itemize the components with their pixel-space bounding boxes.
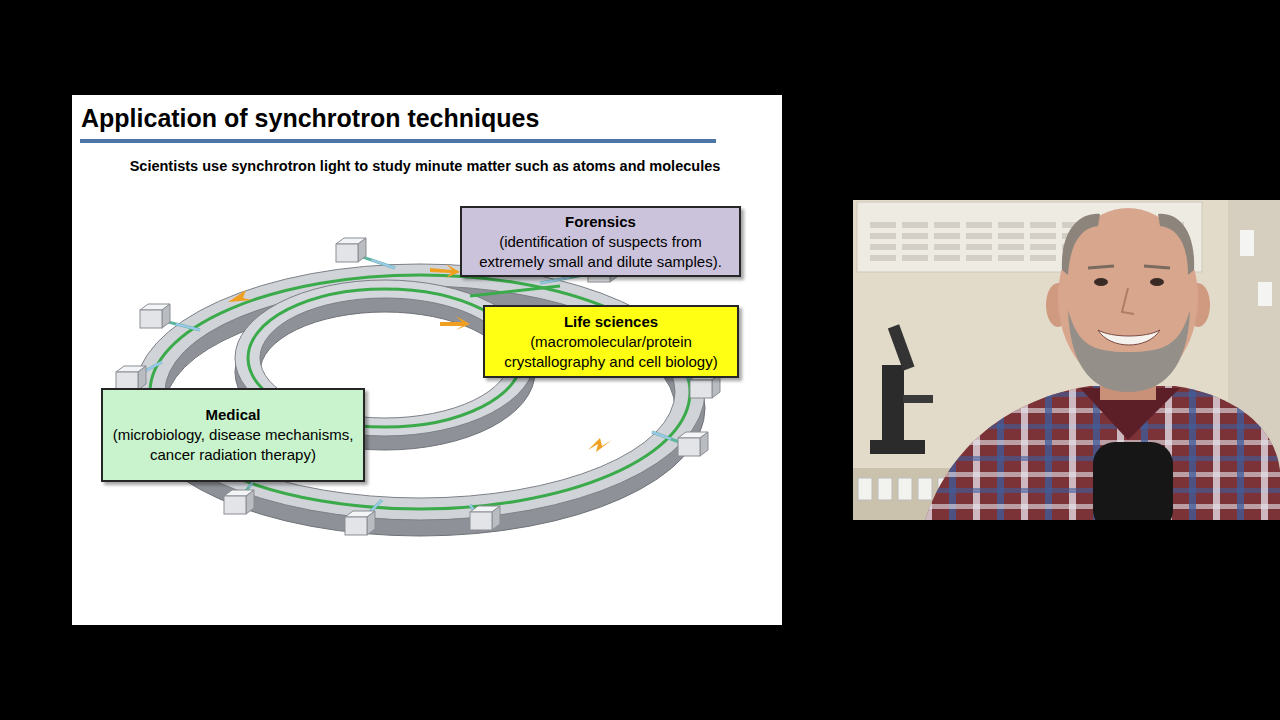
plaid-stripe bbox=[997, 380, 1004, 520]
end-station bbox=[336, 244, 358, 262]
light-beam bbox=[372, 260, 396, 268]
end-station bbox=[140, 310, 162, 328]
end-station bbox=[678, 438, 700, 456]
station-side bbox=[492, 506, 500, 530]
poster-cell bbox=[966, 233, 992, 239]
poster-cell bbox=[966, 244, 992, 250]
plaid-pattern bbox=[920, 380, 1280, 520]
poster-cell bbox=[998, 244, 1024, 250]
eyebrows bbox=[1088, 266, 1170, 268]
bottle bbox=[1258, 282, 1272, 306]
poster-cell bbox=[870, 244, 896, 250]
direction-arrow bbox=[588, 438, 612, 452]
direction-arrow bbox=[228, 290, 252, 302]
light-beam bbox=[145, 362, 162, 371]
eye bbox=[1150, 278, 1164, 286]
box-text: (microbiology, disease mechanisms, cance… bbox=[109, 425, 357, 465]
webcam-feed bbox=[853, 200, 1280, 520]
microphone bbox=[1093, 442, 1173, 520]
box-text: (macromolecular/protein crystallography … bbox=[491, 332, 731, 372]
light-beam bbox=[540, 278, 570, 284]
station-side bbox=[246, 490, 254, 514]
eye bbox=[1094, 278, 1108, 286]
station-side bbox=[367, 511, 375, 535]
station-side bbox=[700, 432, 708, 456]
application-box: Medical(microbiology, disease mechanisms… bbox=[101, 388, 365, 482]
poster-cell bbox=[870, 233, 896, 239]
bottle bbox=[898, 478, 912, 500]
light-beam bbox=[652, 432, 671, 439]
plaid-stripe bbox=[949, 380, 956, 520]
poster-cell bbox=[902, 244, 928, 250]
plaid-stripe bbox=[1189, 380, 1196, 520]
box-text: (identification of suspects from extreme… bbox=[468, 232, 733, 272]
beard bbox=[1068, 310, 1190, 392]
direction-arrow bbox=[430, 264, 460, 278]
poster-cell bbox=[902, 233, 928, 239]
poster-cell bbox=[870, 255, 896, 261]
plaid-stripe bbox=[1021, 380, 1028, 520]
transfer-line bbox=[470, 286, 560, 296]
microscope-base bbox=[870, 440, 925, 454]
poster-cell bbox=[934, 255, 960, 261]
poster-cell bbox=[934, 233, 960, 239]
plaid-stripe bbox=[973, 380, 980, 520]
bottle bbox=[1240, 230, 1254, 256]
microscope-stage bbox=[903, 395, 933, 403]
end-station bbox=[470, 512, 492, 530]
station-side bbox=[162, 304, 170, 328]
poster-cell bbox=[1030, 222, 1056, 228]
poster-cell bbox=[966, 222, 992, 228]
light-beam bbox=[176, 324, 200, 330]
plaid-stripe bbox=[1213, 380, 1220, 520]
subtitle: Scientists use synchrotron light to stud… bbox=[80, 158, 770, 174]
poster-cell bbox=[870, 222, 896, 228]
poster-cell bbox=[902, 255, 928, 261]
end-station bbox=[345, 517, 367, 535]
bottle bbox=[878, 478, 892, 500]
direction-arrow bbox=[440, 316, 470, 330]
plaid-stripe bbox=[1237, 380, 1244, 520]
poster-cell bbox=[966, 255, 992, 261]
microscope-arm bbox=[882, 365, 904, 445]
box-heading: Life sciences bbox=[491, 312, 731, 332]
slide bbox=[72, 95, 782, 625]
box-heading: Medical bbox=[109, 405, 357, 425]
poster-cell bbox=[934, 222, 960, 228]
end-station bbox=[224, 496, 246, 514]
poster-cell bbox=[998, 255, 1024, 261]
poster-cell bbox=[934, 244, 960, 250]
poster-cell bbox=[1030, 255, 1056, 261]
hair bbox=[1062, 214, 1100, 275]
bottle bbox=[918, 478, 932, 500]
plaid-stripe bbox=[1261, 380, 1268, 520]
plaid-stripe bbox=[1069, 380, 1076, 520]
poster-cell bbox=[1030, 233, 1056, 239]
end-station bbox=[690, 380, 712, 398]
hair bbox=[1158, 214, 1194, 275]
application-box: Forensics(identification of suspects fro… bbox=[460, 206, 741, 277]
station-side bbox=[358, 238, 366, 262]
plaid-stripe bbox=[925, 380, 932, 520]
smile bbox=[1098, 330, 1160, 345]
box-heading: Forensics bbox=[468, 212, 733, 232]
poster-cell bbox=[902, 222, 928, 228]
beamline-group bbox=[116, 238, 720, 535]
plaid-stripe bbox=[1045, 380, 1052, 520]
poster-cell bbox=[1030, 244, 1056, 250]
microscope-tube bbox=[888, 324, 915, 370]
nose bbox=[1122, 288, 1134, 314]
poster-cell bbox=[998, 222, 1024, 228]
application-box: Life sciences(macromolecular/protein cry… bbox=[483, 305, 739, 378]
station-side bbox=[138, 366, 146, 390]
title-underline bbox=[80, 139, 716, 143]
slide-title: Application of synchrotron techniques bbox=[81, 104, 539, 133]
poster-cell bbox=[998, 233, 1024, 239]
bottle bbox=[858, 478, 872, 500]
